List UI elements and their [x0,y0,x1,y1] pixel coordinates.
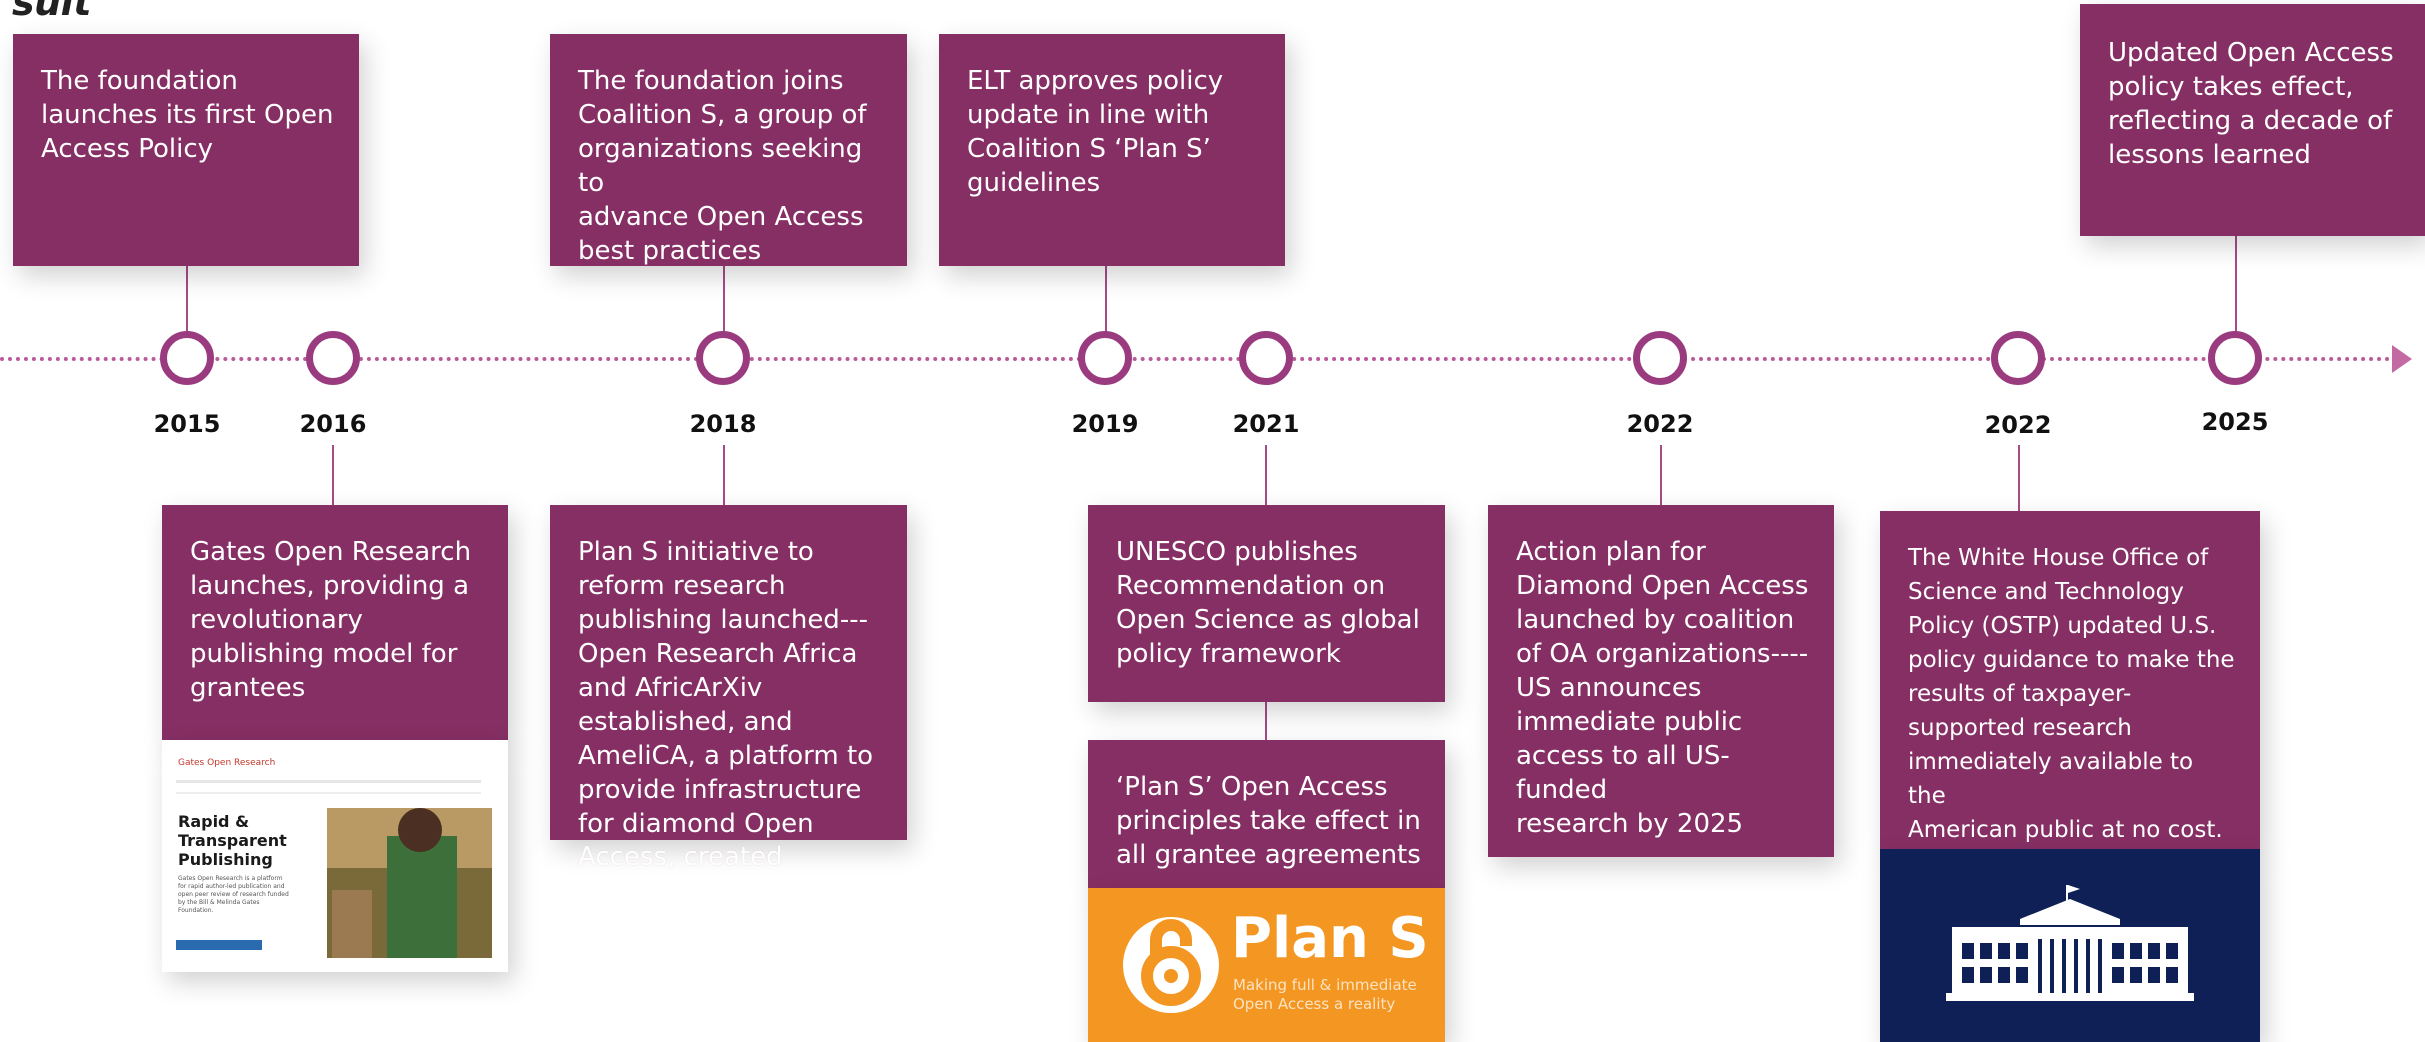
event-card-2021-plans: ‘Plan S’ Open Access principles take eff… [1088,740,1445,888]
event-card-2021-unesco: UNESCO publishes Recommendation on Open … [1088,505,1445,702]
timeline-node-2025 [2208,331,2262,385]
year-label: 2021 [1232,410,1300,438]
year-label: 2019 [1071,410,1139,438]
connector [186,266,188,332]
timeline-arrow [2392,345,2412,373]
connector [1265,702,1267,740]
event-card-2015: The foundation launches its first Open A… [13,34,359,266]
connector [723,445,725,505]
event-text: The White House Office of Science and Te… [1908,545,2235,843]
event-card-2016: Gates Open Research launches, providing … [162,505,508,740]
event-text: ELT approves policy update in line with … [967,66,1224,198]
event-text: The foundation joins Coalition S, a grou… [578,66,867,266]
event-card-2018-bottom: Plan S initiative to reform research pub… [550,505,907,840]
connector [1660,445,1662,505]
event-card-2022-diamond: Action plan for Diamond Open Access laun… [1488,505,1834,857]
year-label: 2025 [2201,408,2269,436]
connector [332,445,334,505]
event-text: ‘Plan S’ Open Access principles take eff… [1116,772,1421,870]
event-card-2022-ostp: The White House Office of Science and Te… [1880,511,2260,849]
plan-s-logo-panel: Plan S Making full & immediate Open Acce… [1088,888,1445,1042]
connector [2235,236,2237,332]
connector [1105,266,1107,332]
timeline-node-2022 [1633,331,1687,385]
white-house-panel [1880,849,2260,1042]
event-overflow-text: Access, created [578,842,783,872]
gor-blurb: Gates Open Research is a platform for ra… [178,875,289,914]
gates-open-research-screenshot: Gates Open Research Rapid & Transparent … [162,740,508,972]
gates-open-research-image [162,740,508,972]
year-label: 2015 [153,410,221,438]
plan-s-name: Plan S [1231,906,1429,971]
connector [1265,445,1267,505]
plan-s-tagline: Making full & immediate Open Access a re… [1233,976,1417,1013]
timeline-node-2015 [160,331,214,385]
title-fragment: suit [12,0,91,24]
event-text: The foundation launches its first Open A… [41,66,334,164]
timeline-node-2016 [306,331,360,385]
event-text: Gates Open Research launches, providing … [190,537,472,703]
year-label: 2018 [689,410,757,438]
event-text: Plan S initiative to reform research pub… [578,537,874,839]
timeline-node-2018 [696,331,750,385]
timeline-node-2021 [1239,331,1293,385]
connector [2018,445,2020,511]
timeline-node-2022 [1991,331,2045,385]
event-text: Updated Open Access policy takes effect,… [2108,38,2394,170]
gor-brand: Gates Open Research [178,758,276,768]
event-card-2019: ELT approves policy update in line with … [939,34,1285,266]
year-label: 2022 [1984,411,2052,439]
timeline-node-2019 [1078,331,1132,385]
timeline-line [0,357,2392,361]
event-card-2025: Updated Open Access policy takes effect,… [2080,4,2425,236]
event-text: Action plan for Diamond Open Access laun… [1516,537,1809,839]
gor-headline: Rapid & Transparent Publishing [178,812,287,869]
year-label: 2016 [299,410,367,438]
connector [723,266,725,332]
event-text: UNESCO publishes Recommendation on Open … [1116,537,1420,669]
event-card-2018-top: The foundation joins Coalition S, a grou… [550,34,907,266]
year-label: 2022 [1626,410,1694,438]
white-house-icon [1946,885,2194,1001]
open-access-lock-icon [1123,917,1219,1013]
